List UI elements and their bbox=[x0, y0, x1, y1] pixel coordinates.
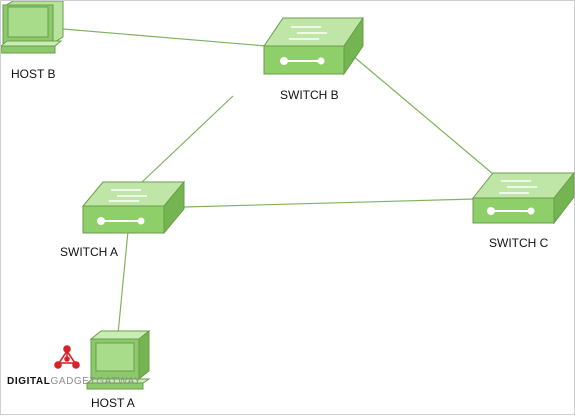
link-switch-a-host-a bbox=[117, 230, 129, 335]
switch-a-icon bbox=[81, 180, 186, 235]
host-a-computer-icon bbox=[85, 329, 151, 390]
link-switch-b-switch-a bbox=[140, 95, 234, 184]
switch-c-label: SWITCH C bbox=[489, 236, 549, 250]
host-b-computer-icon bbox=[1, 1, 64, 54]
watermark-bold: DIGITAL bbox=[7, 376, 51, 387]
switch-b-icon bbox=[263, 16, 364, 76]
link-host-b-switch-b bbox=[62, 28, 267, 47]
link-switch-b-switch-c bbox=[352, 55, 500, 180]
switch-a-label: SWITCH A bbox=[60, 245, 119, 259]
switch-b-label: SWITCH B bbox=[280, 88, 339, 102]
switch-c-icon bbox=[471, 171, 575, 225]
link-switch-a-switch-c bbox=[183, 198, 476, 208]
watermark-light: GADGETGATWAY bbox=[50, 376, 142, 387]
host-b-label: HOST B bbox=[11, 67, 56, 81]
watermark-text: DIGITALGADGETGATWAY bbox=[7, 376, 141, 387]
watermark-logo-icon bbox=[54, 345, 80, 369]
host-a-label: HOST A bbox=[91, 396, 135, 410]
